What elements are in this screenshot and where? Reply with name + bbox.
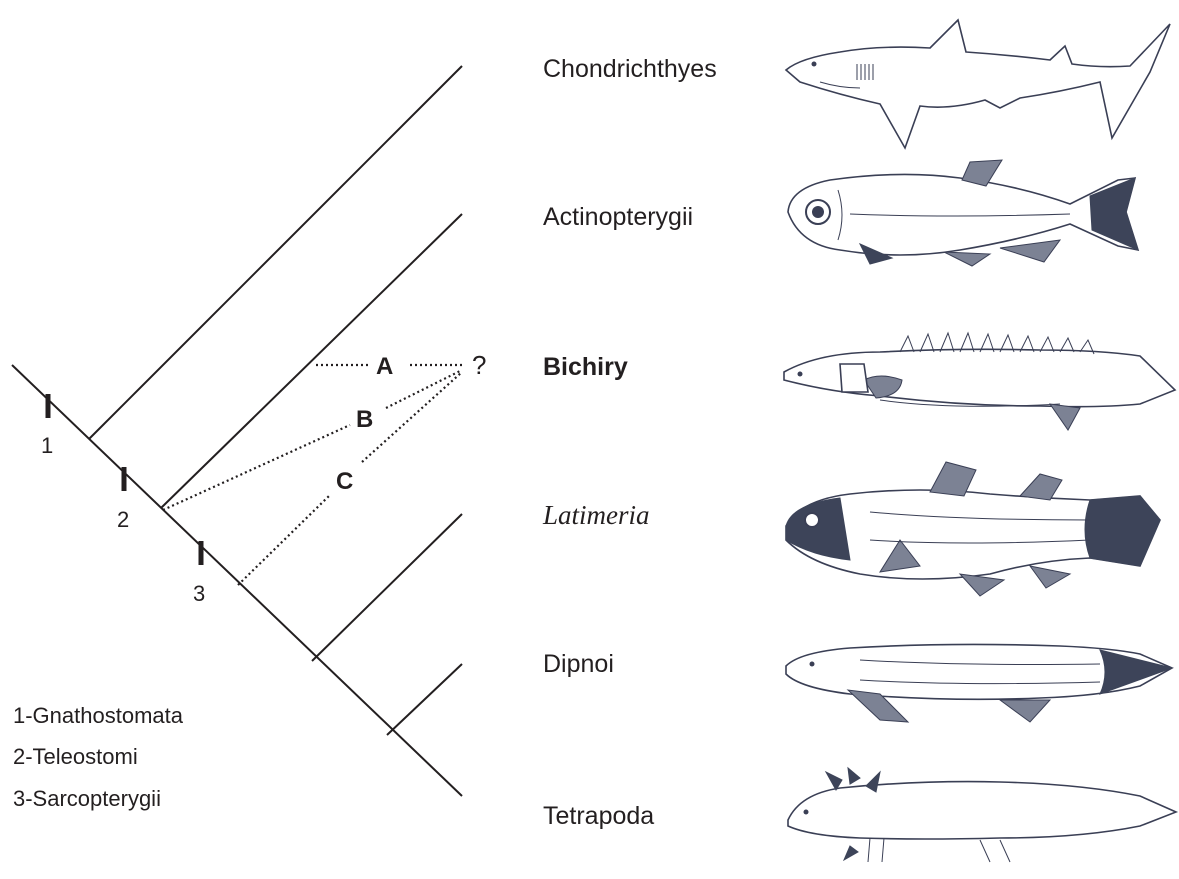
question-mark: ? [472,350,486,380]
branch-dipnoi [387,664,462,735]
cladogram-tree [12,66,462,796]
dotted-line-c-left [238,496,329,585]
legend: 1-Gnathostomata 2-Teleostomi 3-Sarcopter… [13,703,184,811]
bichir-illustration [784,333,1175,430]
lungfish-illustration [786,644,1172,722]
ray-finned-fish-illustration [788,160,1138,266]
node-ticks [48,394,201,565]
taxon-label-actinopterygii: Actinopterygii [543,203,693,231]
dotted-line-b-left [163,425,350,510]
taxon-label-tetrapoda: Tetrapoda [543,802,654,830]
legend-item-1: 1-Gnathostomata [13,703,184,728]
taxon-label-dipnoi: Dipnoi [543,650,614,678]
hypothesis-label-b: B [356,406,373,433]
hypothesis-label-c: C [336,468,353,495]
coelacanth-illustration [786,462,1160,596]
node-number-3: 3 [193,581,205,606]
node-number-1: 1 [41,433,53,458]
branch-chondrichthyes [89,66,462,439]
shark-illustration [786,20,1170,148]
axolotl-illustration [788,768,1176,862]
legend-item-3: 3-Sarcopterygii [13,786,161,811]
hypothesis-label-a: A [376,353,393,380]
dotted-line-c-right [362,372,462,462]
taxon-label-chondrichthyes: Chondrichthyes [543,55,717,83]
taxon-label-latimeria: Latimeria [542,500,650,530]
branch-latimeria [312,514,462,661]
node-number-2: 2 [117,507,129,532]
taxon-label-bichiry: Bichiry [543,353,628,381]
legend-item-2: 2-Teleostomi [13,744,138,769]
branch-actinopterygii [161,214,462,508]
dotted-line-b-right [386,370,462,408]
